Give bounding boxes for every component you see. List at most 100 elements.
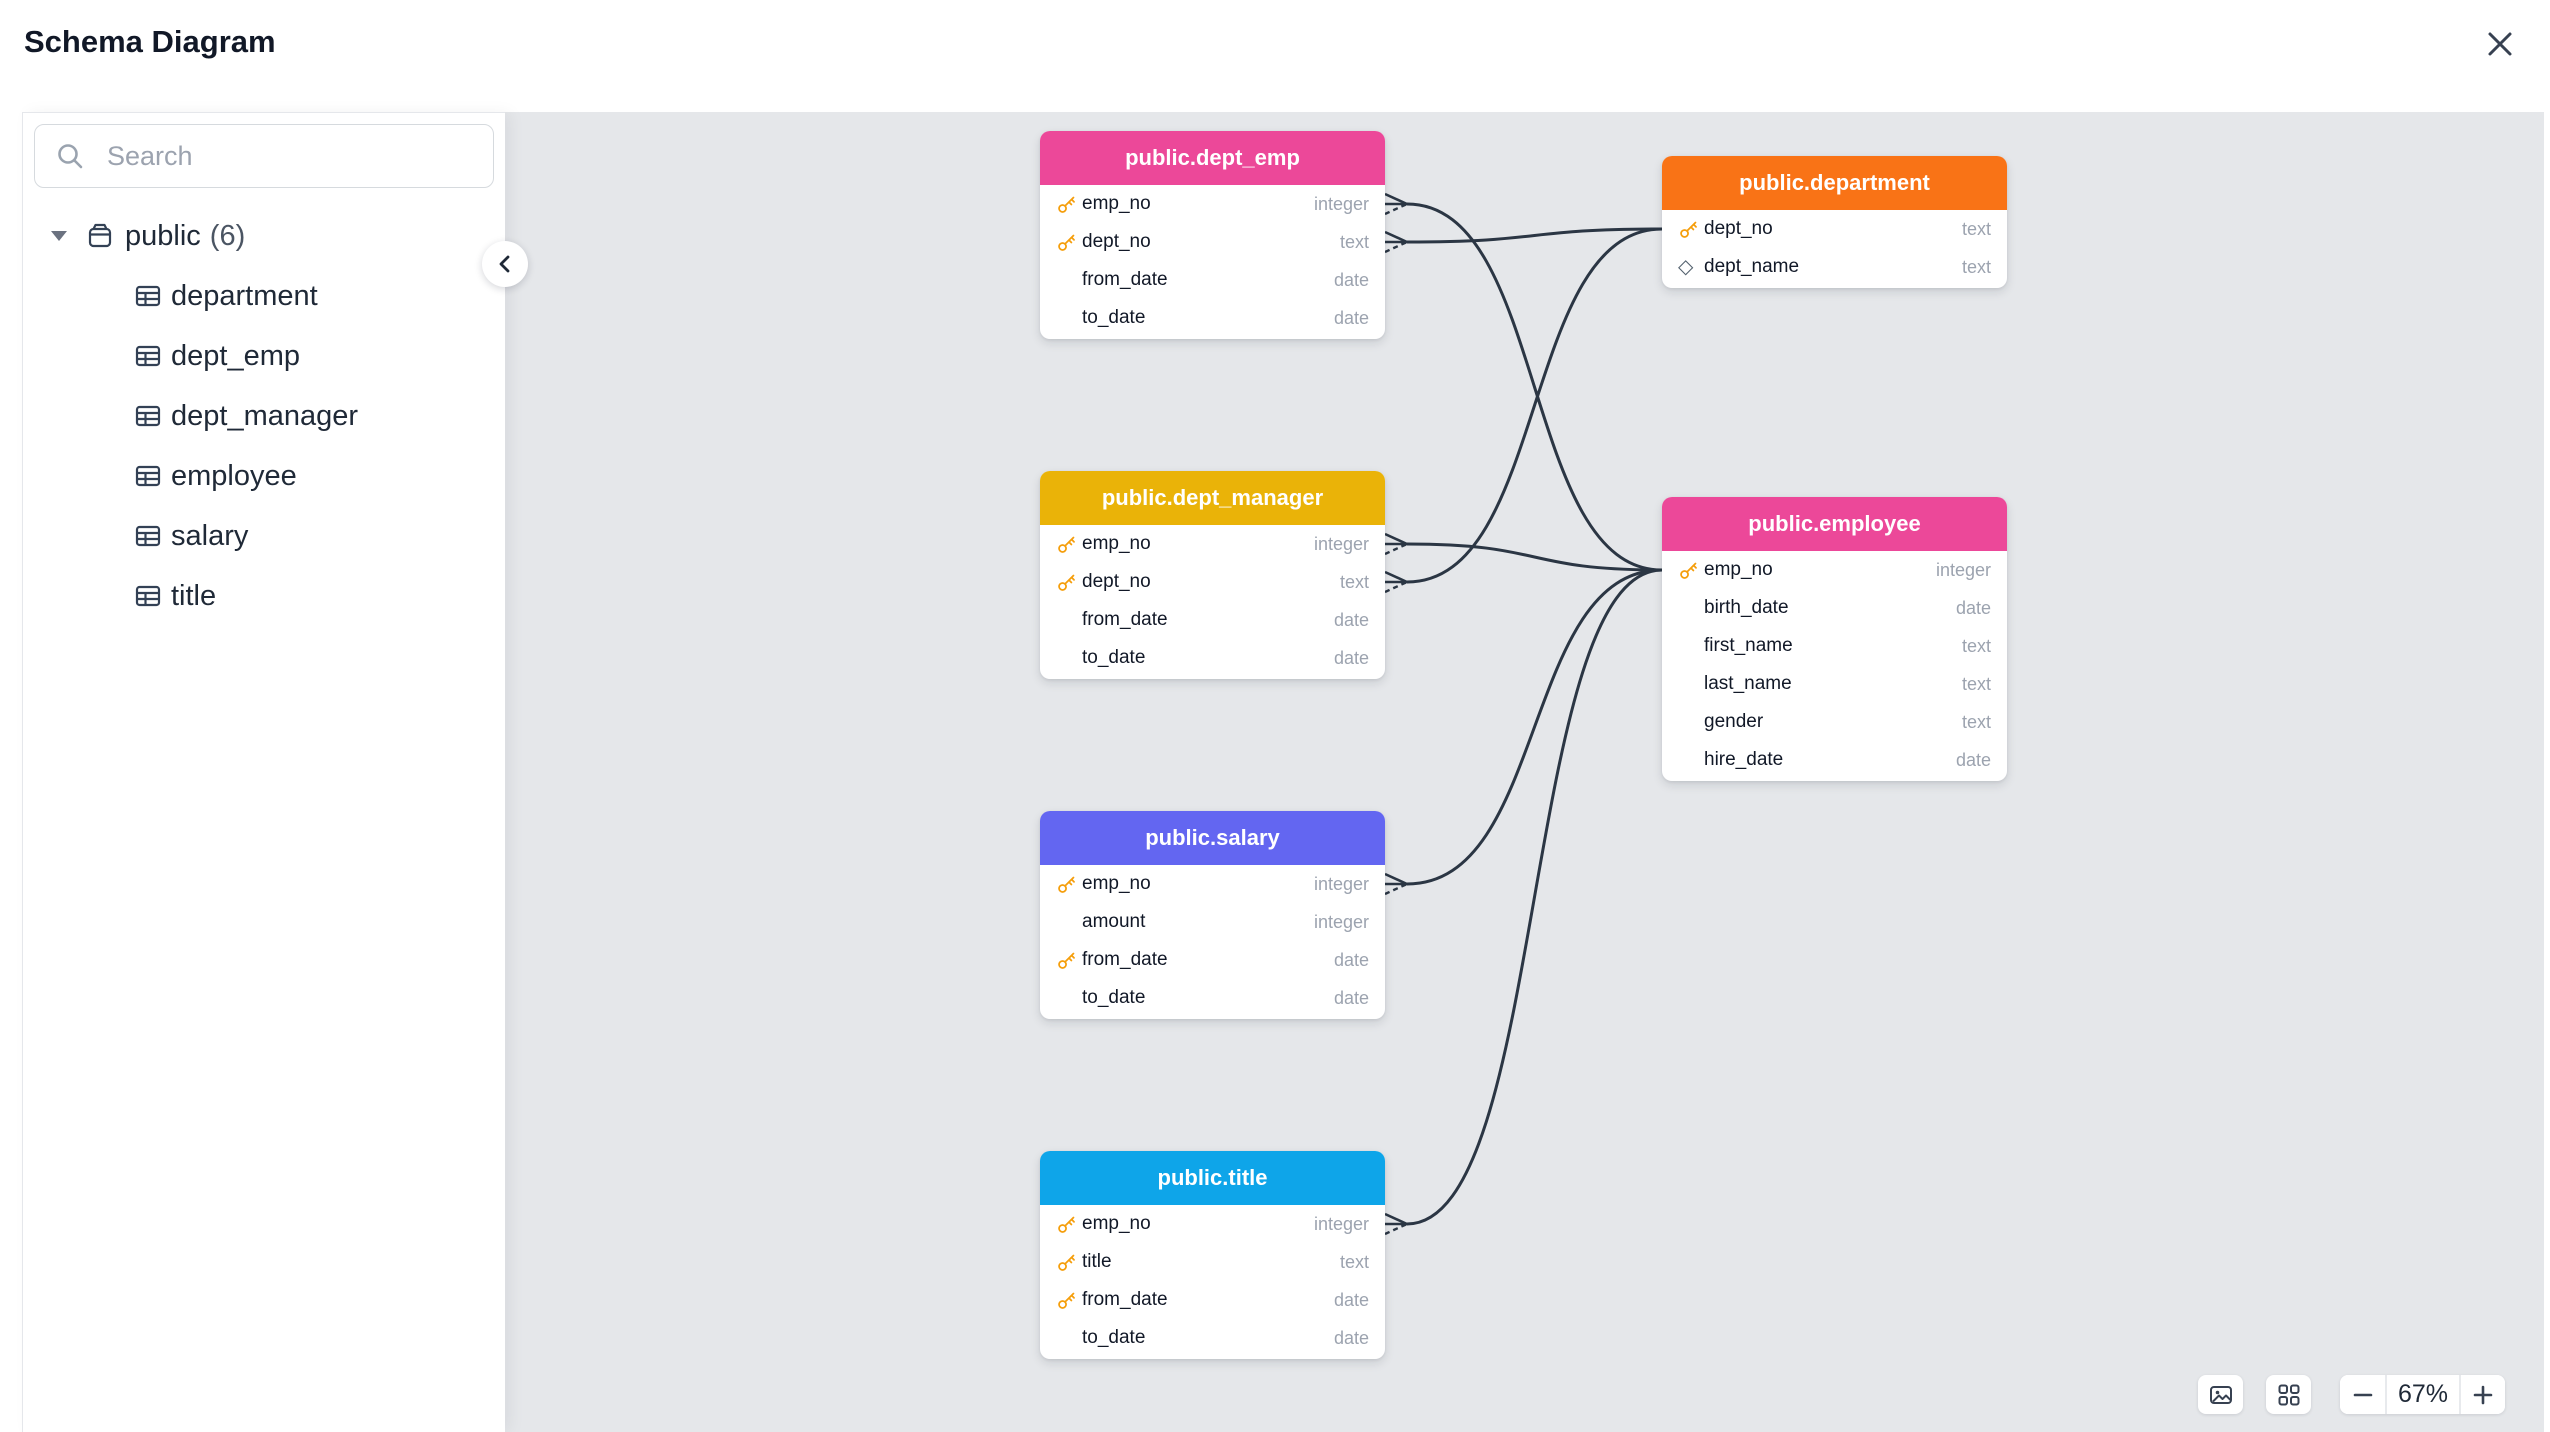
- table-field-row: to_date date: [1040, 979, 1385, 1017]
- page-title: Schema Diagram: [24, 24, 276, 59]
- close-button[interactable]: [2474, 18, 2526, 70]
- field-name: dept_no: [1704, 218, 1773, 239]
- table-field-row: dept_no text: [1662, 210, 2007, 248]
- sidebar-table-item-title[interactable]: title: [23, 566, 505, 626]
- field-type: date: [1955, 597, 1991, 618]
- auto-layout-button[interactable]: [2266, 1375, 2311, 1414]
- schema-table-count: (6): [209, 219, 246, 252]
- field-type: text: [1961, 256, 1991, 277]
- field-type: text: [1961, 218, 1991, 239]
- table-node-header[interactable]: public.employee: [1662, 497, 2007, 551]
- relationship-edges-layer: [1384, 192, 1663, 1236]
- field-type: date: [1333, 1327, 1369, 1348]
- table-node-salary[interactable]: public.salary emp_no integer amount inte…: [1040, 811, 1385, 1019]
- table-field-row: ◇ dept_name text: [1662, 248, 2007, 286]
- table-node-header[interactable]: public.dept_emp: [1040, 131, 1385, 185]
- field-type: date: [1333, 647, 1369, 668]
- sidebar-table-item-employee[interactable]: employee: [23, 446, 505, 506]
- field-type: integer: [1313, 873, 1369, 894]
- table-field-row: title text: [1040, 1243, 1385, 1281]
- field-icon-slot: [1678, 635, 1702, 657]
- relationship-edge-dept_manager-department: [1384, 227, 1663, 594]
- field-type: integer: [1313, 1213, 1369, 1234]
- field-icon-slot: [1056, 307, 1080, 329]
- field-name: to_date: [1082, 1327, 1146, 1348]
- field-name: emp_no: [1704, 559, 1773, 580]
- field-name: birth_date: [1704, 597, 1789, 618]
- table-node-body: emp_no integer title text from_date date…: [1040, 1205, 1385, 1359]
- field-name: gender: [1704, 711, 1764, 732]
- primary-key-icon: [1680, 562, 1697, 579]
- close-icon: [2488, 32, 2512, 56]
- table-node-body: emp_no integer dept_no text from_date da…: [1040, 525, 1385, 679]
- field-name: first_name: [1704, 635, 1793, 656]
- table-node-employee[interactable]: public.employee emp_no integer birth_dat…: [1662, 497, 2007, 781]
- table-icon: [135, 465, 161, 487]
- sidebar-table-item-dept_emp[interactable]: dept_emp: [23, 326, 505, 386]
- table-name: department: [171, 279, 318, 312]
- field-type: text: [1339, 231, 1369, 252]
- table-node-header[interactable]: public.department: [1662, 156, 2007, 210]
- table-field-row: amount integer: [1040, 903, 1385, 941]
- field-type: date: [1333, 1289, 1369, 1310]
- search-input[interactable]: [34, 124, 494, 188]
- field-name: emp_no: [1082, 873, 1151, 894]
- field-name: emp_no: [1082, 193, 1151, 214]
- field-type: date: [1333, 609, 1369, 630]
- field-icon-slot: [1678, 749, 1702, 771]
- table-name: dept_manager: [171, 399, 359, 432]
- export-image-button[interactable]: [2198, 1375, 2243, 1414]
- search-wrap: [34, 124, 494, 188]
- field-icon-slot: [1678, 559, 1702, 581]
- table-field-row: from_date date: [1040, 941, 1385, 979]
- table-icon: [135, 405, 161, 427]
- field-name: from_date: [1082, 269, 1168, 290]
- zoom-controls: 67%: [2340, 1375, 2505, 1414]
- schema-label: public: [125, 219, 201, 252]
- table-icon: [135, 525, 161, 547]
- table-node-department[interactable]: public.department dept_no text ◇ dept_na…: [1662, 156, 2007, 288]
- table-node-header[interactable]: public.title: [1040, 1151, 1385, 1205]
- relationship-edge-dept_emp-employee: [1384, 192, 1663, 572]
- table-field-row: from_date date: [1040, 1281, 1385, 1319]
- diagram-canvas[interactable]: public.dept_emp emp_no integer dept_no t…: [505, 112, 2544, 1432]
- table-node-header[interactable]: public.dept_manager: [1040, 471, 1385, 525]
- zoom-in-button[interactable]: [2459, 1375, 2505, 1414]
- table-node-title[interactable]: public.title emp_no integer title text f…: [1040, 1151, 1385, 1359]
- sidebar-table-item-dept_manager[interactable]: dept_manager: [23, 386, 505, 446]
- sidebar-collapse-button[interactable]: [482, 241, 528, 287]
- primary-key-icon: [1058, 1254, 1075, 1271]
- field-icon-slot: [1678, 218, 1702, 240]
- table-field-row: dept_no text: [1040, 223, 1385, 261]
- table-node-dept_emp[interactable]: public.dept_emp emp_no integer dept_no t…: [1040, 131, 1385, 339]
- sidebar: public (6) department dept_emp dept_mana…: [22, 112, 505, 1432]
- caret-down-icon[interactable]: [51, 231, 67, 241]
- zoom-out-button[interactable]: [2340, 1375, 2385, 1414]
- field-type: integer: [1313, 193, 1369, 214]
- field-name: from_date: [1082, 949, 1168, 970]
- field-type: date: [1333, 987, 1369, 1008]
- relationship-edge-dept_emp-department: [1384, 227, 1663, 254]
- sidebar-table-item-department[interactable]: department: [23, 266, 505, 326]
- table-name: employee: [171, 459, 297, 492]
- table-field-row: emp_no integer: [1662, 551, 2007, 589]
- table-node-header[interactable]: public.salary: [1040, 811, 1385, 865]
- field-icon-slot: [1678, 711, 1702, 733]
- primary-key-icon: [1058, 1292, 1075, 1309]
- tree-schema-public[interactable]: public (6): [23, 206, 505, 266]
- primary-key-icon: [1058, 574, 1075, 591]
- table-node-dept_manager[interactable]: public.dept_manager emp_no integer dept_…: [1040, 471, 1385, 679]
- table-field-row: first_name text: [1662, 627, 2007, 665]
- sidebar-table-item-salary[interactable]: salary: [23, 506, 505, 566]
- table-node-body: emp_no integer dept_no text from_date da…: [1040, 185, 1385, 339]
- field-type: integer: [1313, 911, 1369, 932]
- table-field-row: emp_no integer: [1040, 525, 1385, 563]
- schema-tree: public (6) department dept_emp dept_mana…: [23, 206, 505, 626]
- field-type: text: [1961, 711, 1991, 732]
- table-node-body: dept_no text ◇ dept_name text: [1662, 210, 2007, 288]
- field-icon-slot: [1056, 533, 1080, 555]
- chevron-left-icon: [499, 255, 510, 273]
- primary-key-icon: [1058, 1216, 1075, 1233]
- field-icon-slot: [1056, 647, 1080, 669]
